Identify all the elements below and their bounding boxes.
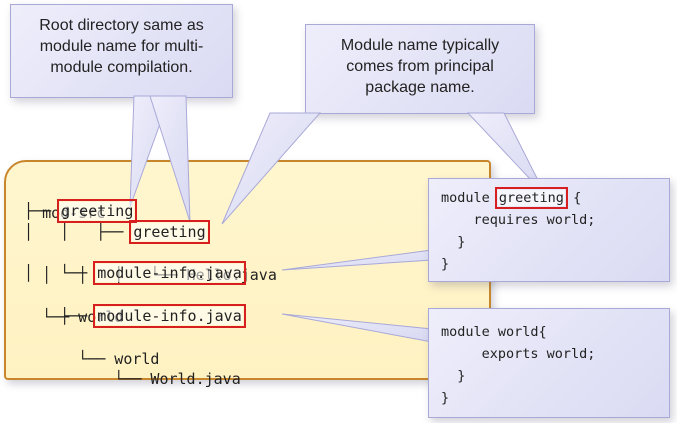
callout-root-directory: Root directory same as module name for m… bbox=[10, 4, 233, 98]
world-code-line-4: } bbox=[441, 390, 450, 406]
world-code-line-1: module world{ bbox=[441, 324, 547, 340]
tree-world-file: └── World.java bbox=[24, 346, 240, 388]
world-module-declaration: module world{ exports world; } } bbox=[428, 308, 670, 418]
tree-world-info-prefix: ├── bbox=[24, 307, 97, 325]
tree-hello-file: │ │ │ └── Hello.java bbox=[24, 242, 277, 284]
greeting-code-line-3: } bbox=[441, 234, 466, 250]
tree-world-pkg: └── world bbox=[24, 326, 159, 368]
tree-greeting-info-label: module-info.java bbox=[93, 261, 246, 285]
greeting-module-declaration: module greeting { requires world; } } bbox=[428, 178, 670, 282]
tree-world-file-label: └── World.java bbox=[42, 370, 241, 388]
tree-world-info-label: module-info.java bbox=[93, 304, 246, 328]
greeting-module-name: greeting bbox=[494, 187, 568, 209]
tree-greeting-pkg-label: greeting bbox=[129, 220, 210, 244]
tree-greeting-info-prefix: │ └── bbox=[24, 264, 97, 282]
tree-root: mod-src bbox=[24, 180, 105, 222]
world-code-line-3: } bbox=[441, 368, 466, 384]
greeting-open-brace: { bbox=[564, 190, 582, 206]
callout-module-name-text: Module name typically comes from princip… bbox=[340, 37, 500, 96]
greeting-code-line-2: requires world; bbox=[441, 212, 596, 228]
tree-world-pkg-label: └── world bbox=[42, 350, 160, 368]
tree-greeting-dir: ├── greeting bbox=[24, 199, 138, 223]
tree-greeting-pkg: │ │ ├── greeting bbox=[24, 220, 210, 244]
callout-module-name: Module name typically comes from princip… bbox=[305, 24, 535, 114]
tree-world-module-info: ├── module-info.java bbox=[24, 304, 246, 328]
tree-greeting-pkg-prefix: │ │ ├── bbox=[24, 223, 133, 241]
greeting-code-line-4: } bbox=[441, 256, 450, 272]
greeting-keyword: module bbox=[441, 190, 498, 206]
tree-greeting-dir-label: greeting bbox=[57, 199, 138, 223]
tree-greeting-module-info: │ └── module-info.java bbox=[24, 261, 246, 285]
callout-root-directory-text: Root directory same as module name for m… bbox=[39, 17, 204, 76]
world-code-line-2: exports world; bbox=[441, 346, 596, 362]
tree-greeting-dir-prefix: ├── bbox=[24, 202, 61, 220]
greeting-code-line-1: module greeting { bbox=[441, 187, 657, 209]
tree-world-dir: └── world bbox=[24, 284, 123, 326]
